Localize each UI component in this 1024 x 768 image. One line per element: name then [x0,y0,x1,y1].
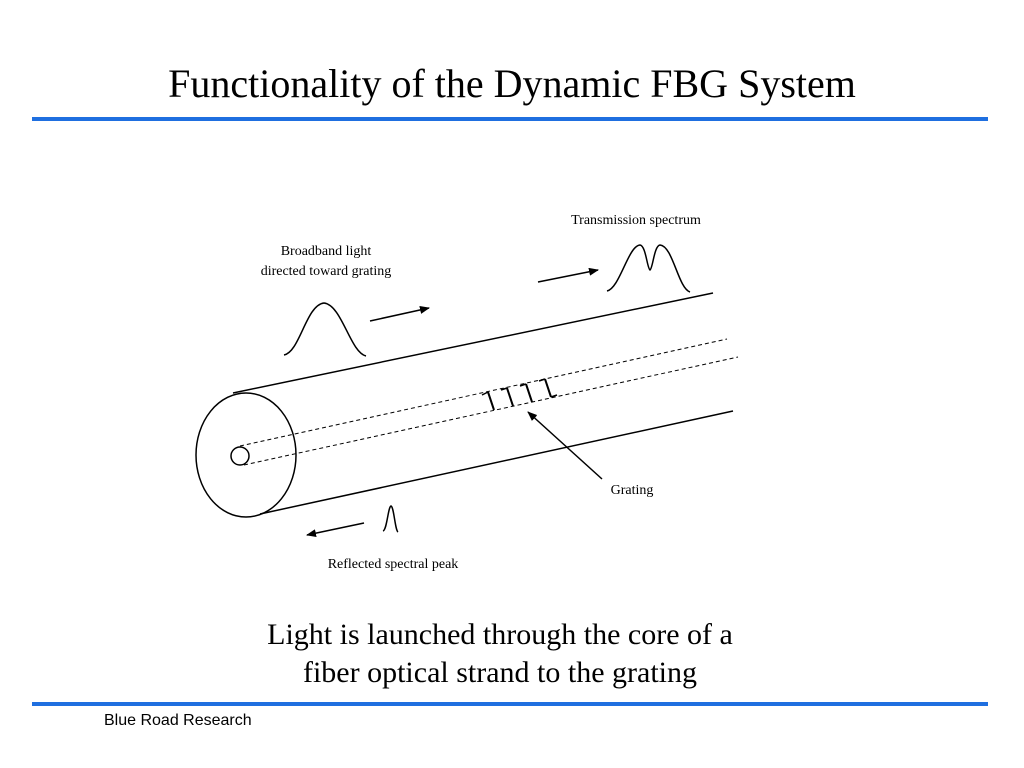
footer-divider [32,702,988,706]
transmission-label: Transmission spectrum [571,213,701,228]
broadband-arrow [369,306,430,322]
fiber-bottom-edge [259,410,734,515]
grating-ticks [481,378,558,398]
grating-label: Grating [611,483,654,498]
grating-marks [487,378,552,411]
fiber-end-face [195,392,297,518]
caption-line-1: Light is launched through the core of a [267,618,733,651]
core-lower-dashed [243,356,739,466]
fiber-core [230,446,250,466]
core-upper-dashed [239,338,728,447]
fiber-top-edge [232,292,714,394]
slide-caption: Light is launched through the core of a … [0,616,1000,692]
slide-title: Functionality of the Dynamic FBG System [168,61,856,106]
broadband-spectrum-curve [283,302,367,357]
reflected-label: Reflected spectral peak [328,557,459,572]
transmission-spectrum-curve [606,244,691,293]
reflected-arrow [306,522,365,538]
title-divider [32,117,988,121]
broadband-label-line1: Broadband light [281,244,372,259]
caption-line-2: fiber optical strand to the grating [302,656,698,689]
reflected-peak-curve [382,505,399,533]
footer-brand: Blue Road Research [104,712,252,729]
broadband-label-line2: directed toward grating [261,264,392,279]
transmission-arrow [537,267,599,283]
grating-pointer-arrow [527,411,603,480]
